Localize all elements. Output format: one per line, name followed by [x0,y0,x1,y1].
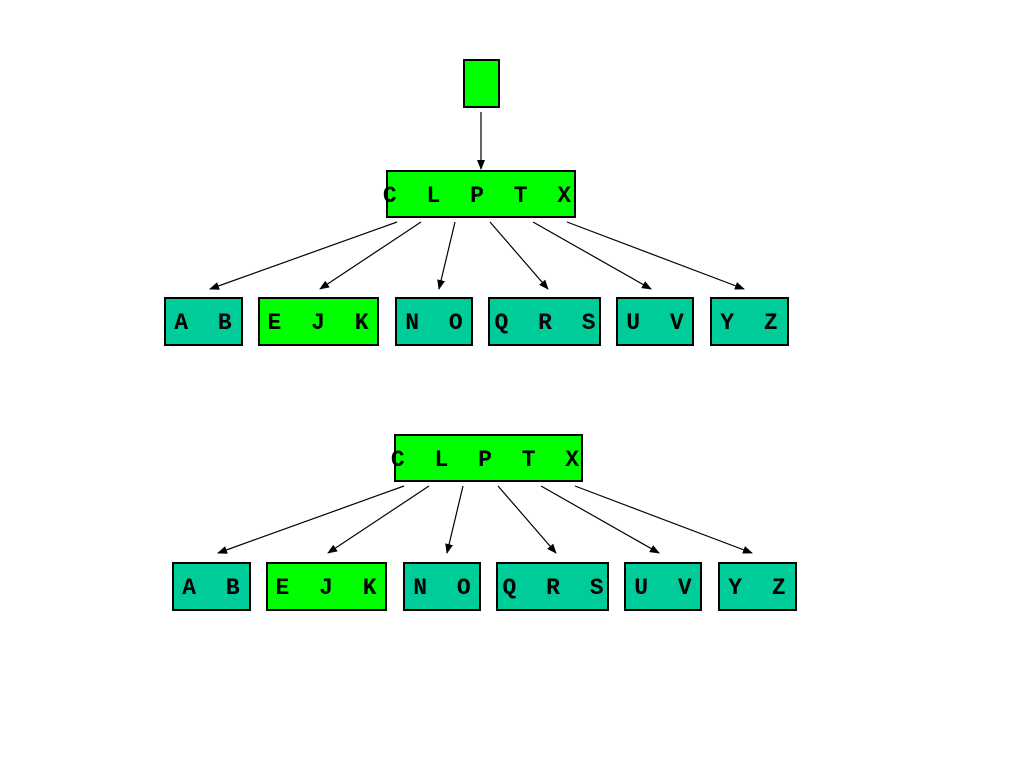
child-node-label: U V [634,575,699,601]
edge-to-child-no [445,485,464,554]
root-pointer-box [463,59,500,108]
child-node-label: A B [174,310,239,336]
edge-to-child-ejk [327,485,430,554]
child-node-label: A B [182,575,247,601]
child-node-label: U V [626,310,691,336]
child-node-qrs: Q R S [488,297,603,346]
edge-to-child-no [437,221,456,290]
child-node-label: E J K [267,310,376,336]
child-node-no: N O [395,297,473,346]
child-node-ab: A B [164,297,243,346]
root-node-label: C L P T X [391,447,587,473]
child-node-qrs: Q R S [496,562,611,611]
tree-bottom: C L P T X A B E J K N O Q R S U V [172,434,797,611]
edge-to-child-qrs [497,485,557,554]
child-node-label: Y Z [728,575,793,601]
edge-to-child-qrs [489,221,549,290]
child-node-no: N O [403,562,481,611]
edge-to-child-yz [566,221,745,290]
child-node-yz: Y Z [710,297,789,346]
child-node-label: N O [405,310,470,336]
child-node-uv: U V [616,297,694,346]
root-node: C L P T X [383,170,579,218]
child-node-label: Q R S [502,575,611,601]
child-node-label: N O [413,575,478,601]
edge-to-child-uv [540,485,660,554]
root-node: C L P T X [391,434,587,482]
tree-top: C L P T X A B E J K N O Q R S U V [164,59,789,346]
child-node-uv: U V [624,562,702,611]
child-node-label: Q R S [494,310,603,336]
child-node-ab: A B [172,562,251,611]
child-node-ejk: E J K [266,562,387,611]
edge-to-child-yz [574,485,753,554]
child-node-yz: Y Z [718,562,797,611]
edge-to-child-uv [532,221,652,290]
edge-to-child-ab [209,221,398,290]
child-node-label: E J K [275,575,384,601]
edge-to-child-ab [217,485,405,554]
root-node-label: C L P T X [383,183,579,209]
child-node-ejk: E J K [258,297,379,346]
child-node-label: Y Z [720,310,785,336]
edge-to-child-ejk [319,221,422,290]
